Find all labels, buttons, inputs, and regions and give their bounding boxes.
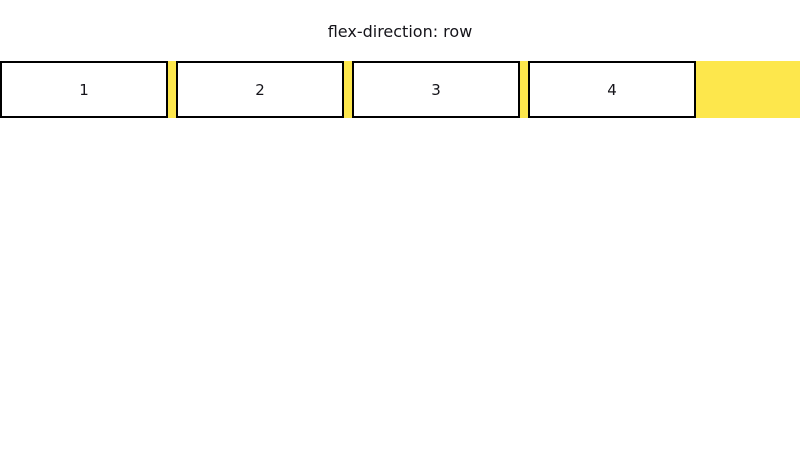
demo-title: flex-direction: row [327, 22, 473, 41]
flex-item-4: 4 [528, 61, 696, 118]
flex-item-2: 2 [176, 61, 344, 118]
flex-container: 1 2 3 4 [0, 61, 800, 118]
flex-item-1: 1 [0, 61, 168, 118]
flex-item-3: 3 [352, 61, 520, 118]
flex-direction-demo: flex-direction: row 1 2 3 4 [0, 22, 800, 118]
